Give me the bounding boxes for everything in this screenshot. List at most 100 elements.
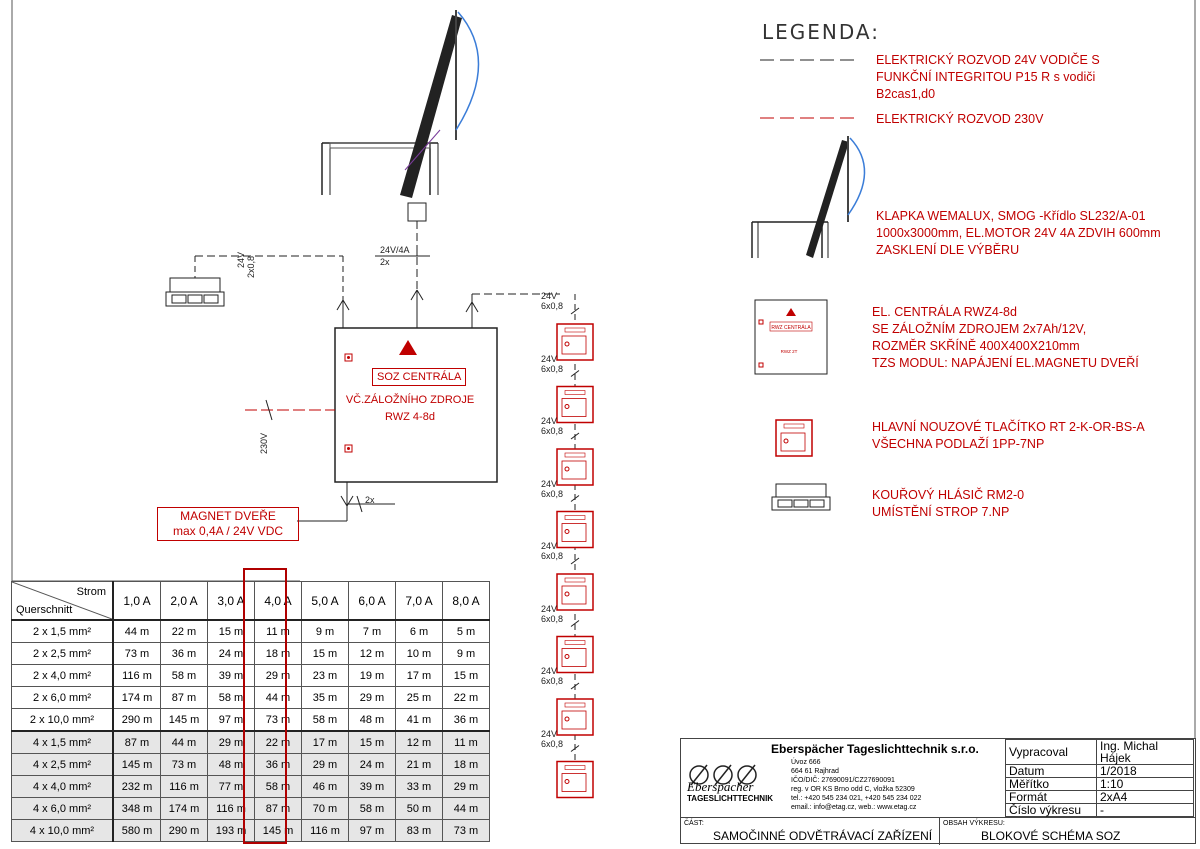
- table-cell: 58 m: [160, 664, 208, 687]
- table-cell: 11 m: [254, 619, 302, 643]
- table-cell: 58 m: [348, 797, 396, 820]
- table-cell: 174 m: [160, 797, 208, 820]
- chain-voltage-label: 24V: [541, 416, 558, 426]
- table-cell: 22 m: [160, 619, 208, 643]
- part-label: ČÁST:: [684, 820, 704, 827]
- table-cell: 11 m: [442, 730, 490, 754]
- eberspaecher-logo-icon: [689, 764, 757, 786]
- table-cell: 77 m: [207, 775, 255, 798]
- chain-cable-label: 6x0,8: [541, 738, 564, 749]
- row-label: 4 x 4,0 mm²: [11, 775, 114, 798]
- table-cell: 44 m: [254, 686, 302, 709]
- table-cell: 29 m: [301, 753, 349, 776]
- table-cell: 193 m: [207, 819, 255, 842]
- table-cell: 29 m: [207, 730, 255, 754]
- table-cell: 87 m: [112, 730, 161, 754]
- field-value: 2xA4: [1096, 790, 1194, 804]
- table-cell: 21 m: [395, 753, 443, 776]
- table-header-cell: 6,0 A: [348, 581, 396, 621]
- table-cell: 36 m: [254, 753, 302, 776]
- table-cell: 17 m: [395, 664, 443, 687]
- chain-cable-label: 6x0,8: [541, 676, 564, 686]
- chain-cable-label: 6x0,8: [541, 301, 564, 311]
- table-cell: 290 m: [112, 708, 161, 732]
- legend-item-230v: ELEKTRICKÝ ROZVOD 230V: [876, 112, 1044, 126]
- table-header-cell: 2,0 A: [160, 581, 208, 621]
- table-cell: 97 m: [348, 819, 396, 842]
- field-key: Formát: [1005, 790, 1097, 804]
- table-cell: 29 m: [348, 686, 396, 709]
- chain-tick: [570, 307, 580, 315]
- legend-panel-sub: RWZ 2T: [781, 349, 798, 354]
- field-key: Vypracoval: [1005, 739, 1097, 765]
- emergency-button-panel: [556, 385, 594, 424]
- chain-tick: [570, 620, 580, 627]
- row-label: 4 x 10,0 mm²: [11, 819, 114, 842]
- table-cell: 18 m: [254, 642, 302, 665]
- table-cell: 9 m: [442, 642, 490, 665]
- chain-cable-label: 6x0,8: [541, 613, 564, 624]
- table-cell: 5 m: [442, 619, 490, 643]
- table-cell: 33 m: [395, 775, 443, 798]
- table-cell: 48 m: [348, 708, 396, 732]
- table-cell: 58 m: [301, 708, 349, 732]
- chain-tick: [570, 432, 580, 440]
- chain-voltage-label: 24V: [541, 541, 558, 551]
- chain-tick: [570, 557, 580, 565]
- company-name: Eberspächer Tageslichttechnik s.r.o.: [771, 742, 979, 756]
- table-corner-cell: Strom Querschnitt: [11, 581, 114, 621]
- table-cell: 145 m: [254, 819, 302, 842]
- table-cell: 25 m: [395, 686, 443, 709]
- table-cell: 580 m: [112, 819, 161, 842]
- table-header-cell: 1,0 A: [112, 581, 161, 621]
- table-cell: 39 m: [348, 775, 396, 798]
- logo-sub-text: TAGESLICHTTECHNIK: [687, 794, 774, 803]
- table-cell: 15 m: [348, 730, 396, 754]
- smoke-flap-main: [321, 10, 480, 222]
- table-cell: 87 m: [254, 797, 302, 820]
- table-header-cell: 3,0 A: [207, 581, 255, 621]
- table-cell: 6 m: [395, 619, 443, 643]
- chain-cable-label: 6x0,8: [541, 363, 564, 374]
- table-cell: 7 m: [348, 619, 396, 643]
- chain-voltage-label: 24V: [541, 478, 558, 489]
- chain-tick: [570, 745, 580, 752]
- table-cell: 73 m: [442, 819, 490, 842]
- table-cell: 9 m: [301, 619, 349, 643]
- field-value: Ing. Michal Hájek: [1096, 739, 1194, 765]
- row-label: 2 x 6,0 mm²: [11, 686, 114, 709]
- table-header-cell: 5,0 A: [301, 581, 349, 621]
- table-cell: 232 m: [112, 775, 161, 798]
- table-cell: 24 m: [348, 753, 396, 776]
- legend-title: LEGENDA:: [762, 20, 880, 44]
- table-cell: 48 m: [207, 753, 255, 776]
- table-cell: 73 m: [254, 708, 302, 732]
- table-cell: 145 m: [160, 708, 208, 732]
- table-cell: 24 m: [207, 642, 255, 665]
- soz-central-title: SOZ CENTRÁLA: [372, 368, 467, 386]
- field-key: Číslo výkresu: [1005, 803, 1097, 817]
- table-cell: 44 m: [442, 797, 490, 820]
- row-label: 2 x 4,0 mm²: [11, 664, 114, 687]
- emergency-button-panel: [556, 573, 594, 611]
- emergency-button-panel: [556, 510, 594, 549]
- mains-dim-label: 230V: [259, 432, 269, 454]
- table-cell: 15 m: [301, 642, 349, 665]
- row-label: 2 x 2,5 mm²: [11, 642, 114, 665]
- company-address: Úvoz 666 664 61 Rajhrad IČO/DIČ: 2769009…: [791, 759, 922, 811]
- content-label: OBSAH VÝKRESU:: [943, 820, 1005, 827]
- table-cell: 97 m: [207, 708, 255, 732]
- table-cell: 22 m: [442, 686, 490, 709]
- table-cell: 44 m: [112, 619, 161, 643]
- content-value: BLOKOVÉ SCHÉMA SOZ: [981, 829, 1121, 843]
